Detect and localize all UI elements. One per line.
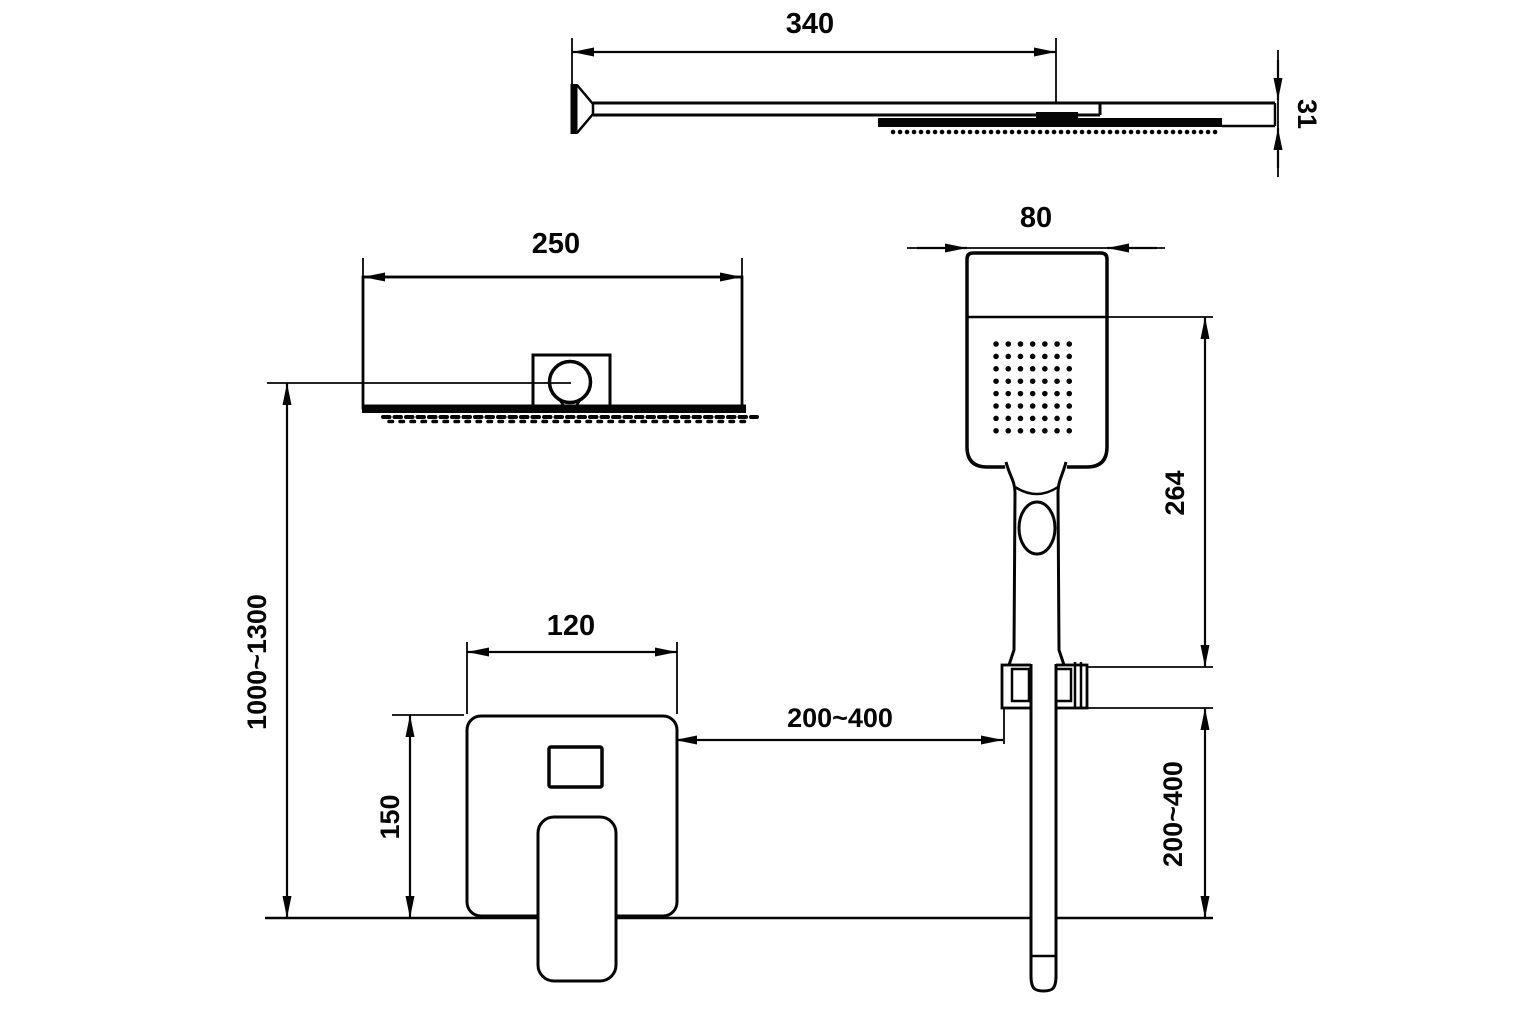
dimension-label-250: 250 (532, 228, 580, 260)
inlet-circle (547, 359, 593, 405)
dimension-label-340: 340 (786, 8, 834, 40)
extension-line (362, 258, 743, 277)
mixer-valve (465, 714, 679, 983)
dimension-mount-height: 1000~1300 (242, 383, 292, 918)
mixer-lever-handle (536, 815, 618, 983)
arm-bottom-edge (593, 103, 1102, 117)
handle-joint-arc (1014, 485, 1059, 496)
dimension-label-120: 120 (547, 610, 595, 642)
dimension-label-264: 264 (1160, 470, 1190, 515)
handle-right-edge (1056, 461, 1068, 666)
inlet-funnel (557, 398, 583, 407)
dimension-plate-height: 150 (375, 714, 464, 918)
arm-connector (1036, 112, 1078, 120)
dimension-label-1000-1300: 1000~1300 (242, 594, 272, 730)
hose-end-cap (1029, 956, 1058, 993)
hand-shower-hose (1029, 660, 1058, 993)
dimension-plate-width: 120 (466, 610, 678, 714)
dimension-label-200-400-horizontal: 200~400 (787, 703, 893, 733)
hand-shower-head (965, 251, 1109, 469)
front-view-shower-panel (361, 275, 759, 424)
dimension-hand-shower-height: 264 (1087, 316, 1213, 668)
top-view-shower-profile (570, 84, 1277, 135)
dimension-label-150: 150 (375, 794, 405, 839)
dimension-panel-width: 250 (362, 228, 743, 282)
diverter-button (547, 745, 604, 789)
dimension-top-thickness: 31 (1273, 50, 1322, 177)
hose-fill (1031, 660, 1056, 958)
handle-left-edge (1004, 461, 1017, 666)
dimension-horizontal-offset: 200~400 (675, 703, 1005, 745)
spray-plate (878, 118, 1222, 127)
hose-sides (1029, 664, 1058, 956)
wall-flange-taper (576, 84, 595, 134)
dimension-label-200-400-vertical: 200~400 (1158, 761, 1188, 867)
hand-shower (965, 251, 1109, 666)
right-plate-edge (1222, 103, 1277, 128)
bracket-wall-plate (1073, 662, 1083, 708)
dimension-label-31: 31 (1292, 99, 1322, 129)
bracket-left-clamp (1010, 667, 1031, 703)
mode-button-oval (1017, 500, 1057, 556)
panel-bottom-bar (362, 404, 746, 413)
dimension-top-width: 340 (571, 8, 1057, 102)
dimension-vertical-offset: 200~400 (1087, 707, 1213, 918)
dimension-label-80: 80 (1020, 202, 1052, 234)
dimension-hand-shower-width: 80 (907, 202, 1165, 253)
